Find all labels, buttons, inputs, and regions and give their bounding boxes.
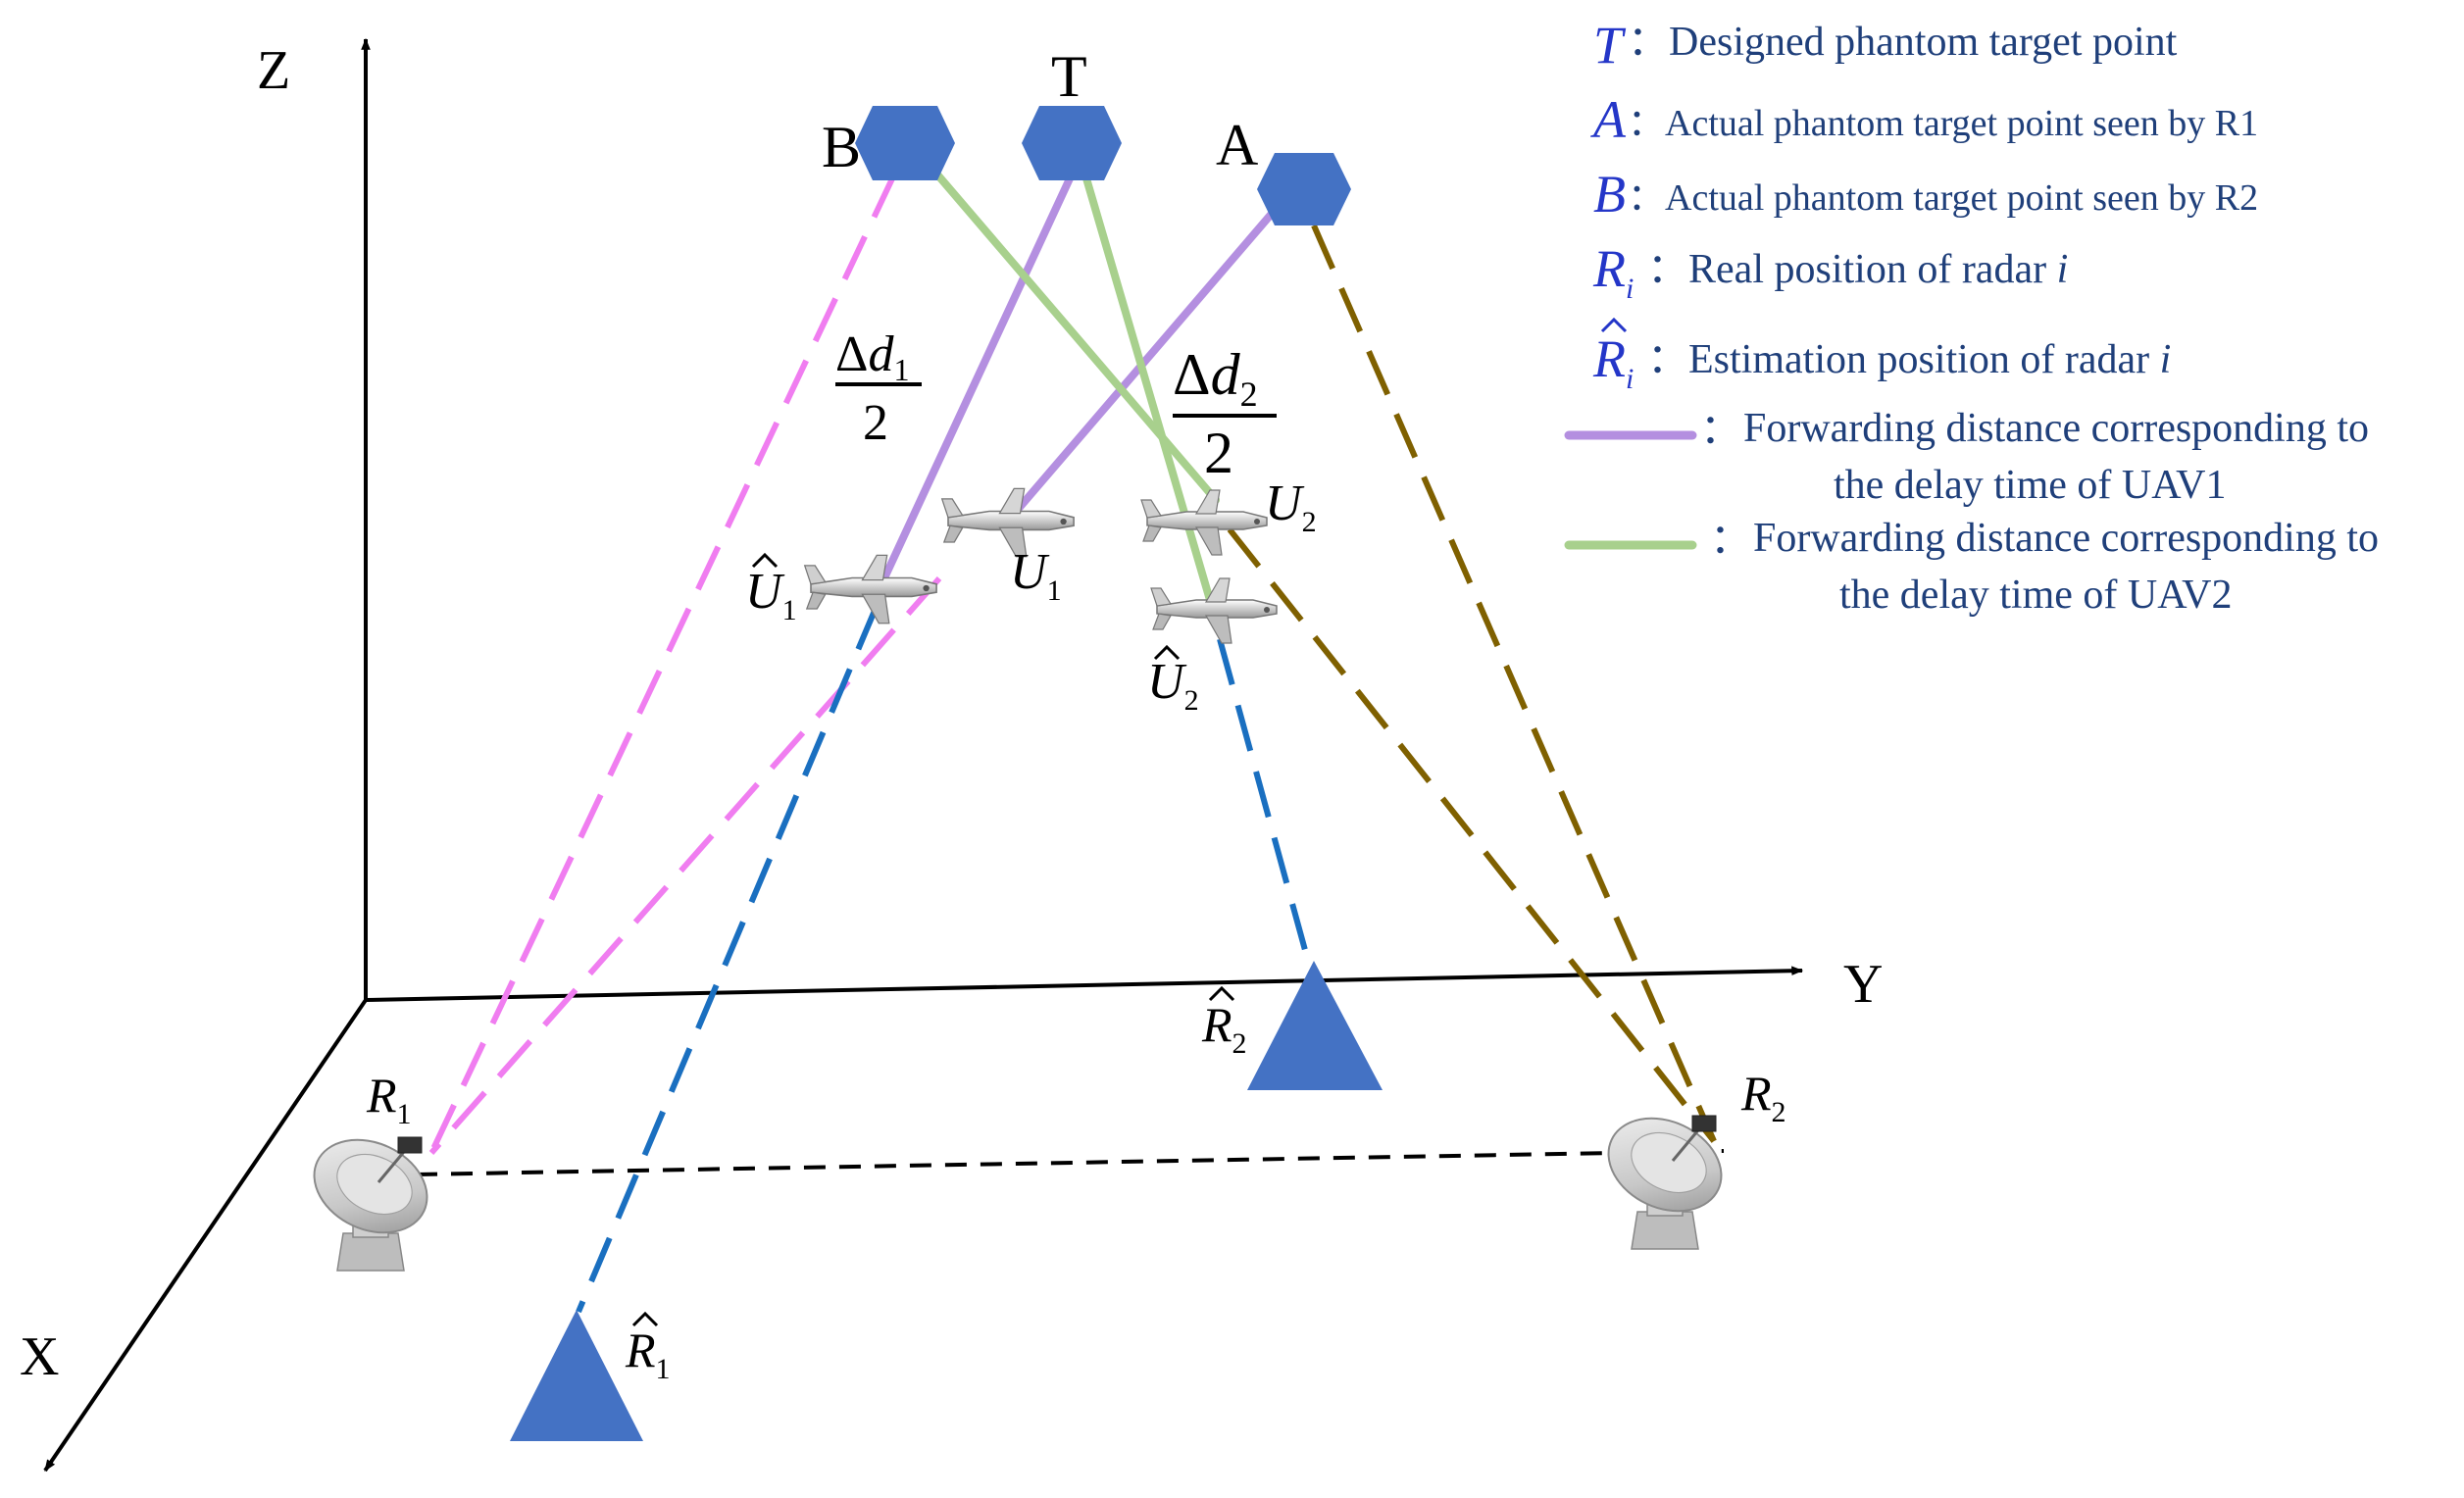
- radar-r1-icon: [297, 1121, 444, 1273]
- svg-text:Δd1: Δd1: [835, 326, 909, 387]
- u1-to-r1-magenta-line: [428, 576, 942, 1155]
- r2-hat-label: R2: [1201, 985, 1247, 1060]
- legend-item-uav1-line: ： Forwarding distance corresponding to t…: [1564, 406, 2369, 508]
- a-to-r2-brown-line: [1311, 224, 1717, 1143]
- svg-text:the delay time of UAV1: the delay time of UAV1: [1834, 463, 2226, 508]
- coordinate-axes: Z Y X: [20, 37, 1883, 1473]
- svg-text:U2: U2: [1147, 654, 1199, 717]
- svg-text:：Estimation position of radar: ：Estimation position of radar i: [1647, 337, 2171, 382]
- svg-text:Ri: Ri: [1592, 329, 1634, 395]
- legend: T ：Designed phantom target point A ：Actu…: [1564, 16, 2379, 618]
- a-to-u1-purple-line: [1012, 204, 1281, 516]
- legend-item-ri: Ri ：Real position of radar i: [1592, 239, 2068, 305]
- target-t-hexagon: [1022, 106, 1122, 180]
- u2hat-to-r2hat-blue-line: [1217, 638, 1311, 962]
- svg-text:2: 2: [1204, 421, 1233, 485]
- svg-text:Forwarding distance correspond: Forwarding distance corresponding to: [1753, 516, 2379, 561]
- r1-hat-label: R1: [625, 1311, 671, 1385]
- uav-u2-icon: [1140, 489, 1268, 556]
- t-to-u1hat-purple-line: [879, 173, 1075, 586]
- z-axis-label: Z: [257, 40, 290, 101]
- svg-text:：Actual phantom target point s: ：Actual phantom target point seen by R2: [1628, 177, 2258, 219]
- r1-to-r2-black-line: [415, 1149, 1725, 1176]
- x-axis-label: X: [20, 1326, 59, 1387]
- target-a-hexagon: [1257, 153, 1351, 225]
- target-t-label: T: [1051, 44, 1087, 109]
- svg-text:2: 2: [863, 395, 888, 451]
- svg-text:：: ：: [1710, 518, 1751, 563]
- u2-to-r2-brown-line: [1227, 527, 1717, 1143]
- r1-hat-triangle: [510, 1310, 643, 1441]
- legend-item-uav2-line: ： Forwarding distance corresponding to t…: [1564, 516, 2379, 618]
- svg-text:the delay time of UAV2: the delay time of UAV2: [1839, 573, 2232, 618]
- r1-label: R1: [366, 1068, 412, 1130]
- y-axis-label: Y: [1843, 954, 1883, 1015]
- svg-text:：Designed phantom target point: ：Designed phantom target point: [1628, 20, 2178, 65]
- b-to-r1-magenta-line: [428, 173, 897, 1155]
- svg-text:U1: U1: [745, 564, 797, 626]
- uav-u2hat-icon: [1150, 577, 1278, 644]
- svg-text:R1: R1: [625, 1323, 671, 1385]
- svg-text:Ri: Ri: [1592, 239, 1634, 305]
- r2-hat-triangle: [1247, 961, 1383, 1090]
- svg-text:：Real position of radar i: ：Real position of radar i: [1647, 247, 2068, 292]
- svg-text:T: T: [1593, 16, 1627, 75]
- legend-item-rhat: Ri ：Estimation position of radar i: [1592, 317, 2171, 395]
- u2hat-label: U2: [1147, 644, 1199, 717]
- svg-text:B: B: [1593, 165, 1626, 224]
- svg-text:Δd2: Δd2: [1173, 342, 1258, 414]
- radar-r2-icon: [1591, 1099, 1738, 1251]
- u1hat-label: U1: [745, 552, 797, 626]
- uav-u1-icon: [940, 487, 1075, 558]
- svg-text:Forwarding distance correspond: Forwarding distance corresponding to: [1743, 406, 2369, 451]
- svg-text:：Actual phantom target point s: ：Actual phantom target point seen by R1: [1628, 103, 2258, 144]
- fraction-delta-d2-over-2: Δd2 2: [1173, 342, 1277, 485]
- legend-item-b: B ：Actual phantom target point seen by R…: [1593, 165, 2258, 224]
- svg-text:R2: R2: [1201, 997, 1247, 1060]
- u1hat-to-r1hat-blue-line: [576, 604, 880, 1314]
- legend-item-a: A ：Actual phantom target point seen by R…: [1590, 90, 2258, 149]
- y-axis: [365, 966, 1804, 1002]
- b-to-u2-green-line: [933, 171, 1220, 504]
- svg-text:：: ：: [1700, 408, 1741, 453]
- legend-item-t: T ：Designed phantom target point: [1593, 16, 2178, 75]
- target-a-label: A: [1216, 113, 1258, 177]
- fraction-delta-d1-over-2: Δd1 2: [835, 326, 922, 451]
- r2-label: R2: [1740, 1066, 1786, 1128]
- u2-label: U2: [1265, 475, 1317, 538]
- x-axis: [43, 998, 368, 1473]
- target-b-label: B: [822, 115, 861, 179]
- u1-label: U1: [1010, 544, 1062, 607]
- svg-text:A: A: [1590, 90, 1627, 149]
- target-b-hexagon: [855, 106, 955, 180]
